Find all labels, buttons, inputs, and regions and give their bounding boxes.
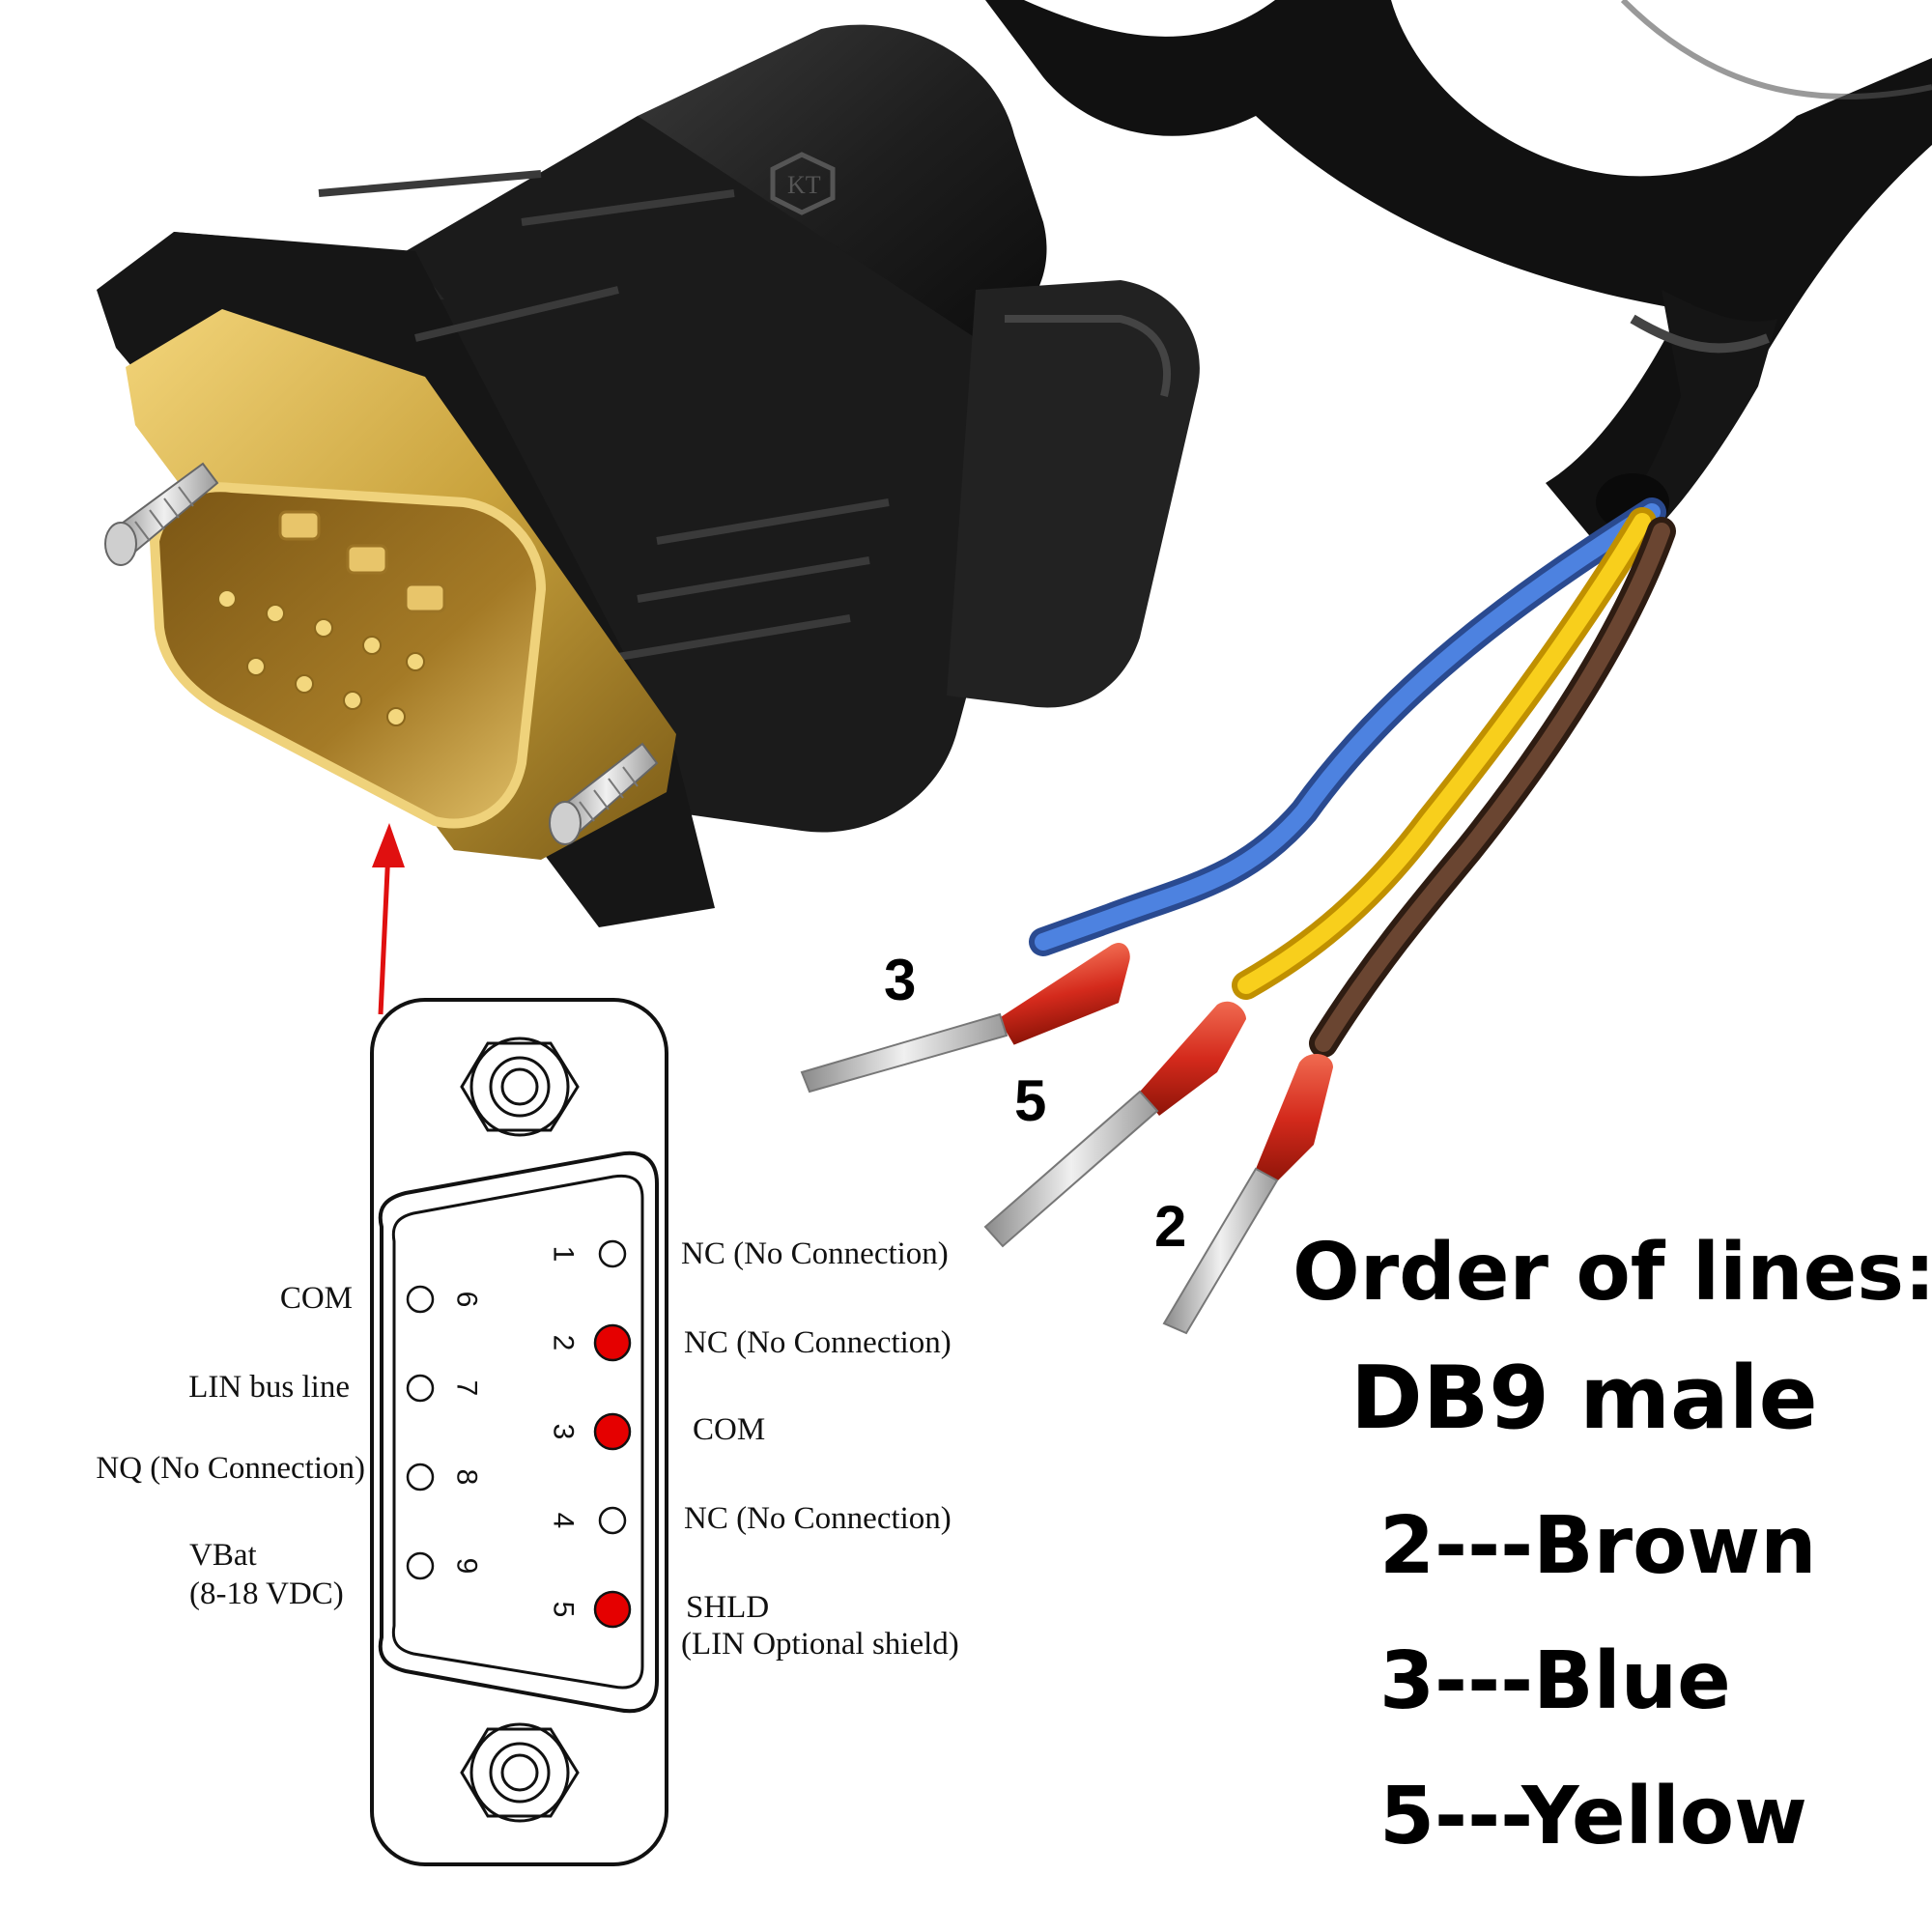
db9-connector: KT [97, 24, 1200, 927]
pointer-arrow [372, 823, 405, 1015]
ferrule-yellow [983, 1001, 1246, 1248]
pin-4 [598, 1506, 627, 1535]
order-line-blue: 3---Blue [1379, 1635, 1731, 1727]
order-title: Order of lines: [1293, 1227, 1932, 1319]
pin-label-1: NC (No Connection) [681, 1236, 949, 1271]
pin-label-6: COM [280, 1281, 353, 1316]
pin-number-6: 6 [451, 1292, 483, 1308]
pin-9 [406, 1551, 435, 1580]
wire-number-blue: 3 [884, 948, 916, 1012]
pin-2-active [593, 1323, 632, 1362]
order-line-yellow: 5---Yellow [1379, 1771, 1807, 1862]
pin-label-3: COM [693, 1412, 765, 1447]
order-subtitle: DB9 male [1350, 1348, 1818, 1449]
wire-yellow [1232, 507, 1657, 1000]
pin-label-7: LIN bus line [188, 1370, 350, 1405]
pin-label-5-detail: (LIN Optional shield) [681, 1627, 959, 1662]
pin-number-8: 8 [451, 1469, 483, 1486]
pin-label-5: SHLD [686, 1590, 769, 1625]
pin-1 [598, 1239, 627, 1268]
thumbscrew-left [104, 462, 219, 566]
wire-number-yellow: 5 [1014, 1068, 1046, 1133]
pin-number-7: 7 [451, 1380, 483, 1397]
pin-6 [406, 1285, 435, 1314]
pin-label-8: NQ (No Connection) [96, 1451, 365, 1486]
pin-3-active [593, 1412, 632, 1451]
pin-number-2: 2 [548, 1335, 580, 1351]
pin-label-4: NC (No Connection) [684, 1501, 952, 1536]
brand-logo: KT [787, 171, 821, 199]
mounting-hole-top [460, 1037, 580, 1137]
ferrule-blue [800, 943, 1130, 1094]
thumbscrew-right [549, 742, 659, 845]
pin-label-2: NC (No Connection) [684, 1325, 952, 1360]
pin-number-5: 5 [548, 1602, 580, 1618]
pinout-diagram: 1 2 3 4 5 6 7 8 9 [370, 998, 668, 1866]
cable-jacket [985, 0, 1932, 551]
mounting-hole-bottom [460, 1722, 580, 1823]
wire-number-brown: 2 [1154, 1194, 1186, 1259]
pin-number-4: 4 [548, 1513, 580, 1529]
pin-label-9: VBat [189, 1538, 257, 1573]
pin-label-9-detail: (8-18 VDC) [189, 1577, 344, 1611]
ferrule-brown [1162, 1053, 1333, 1335]
pin-7 [406, 1374, 435, 1403]
pin-8 [406, 1463, 435, 1492]
pin-number-3: 3 [548, 1424, 580, 1440]
pin-number-9: 9 [451, 1558, 483, 1575]
wire-order-legend: Order of lines: DB9 male 2---Brown 3---B… [1293, 1227, 1932, 1862]
pin-5-active [593, 1590, 632, 1629]
order-line-brown: 2---Brown [1379, 1500, 1817, 1592]
wires [800, 497, 1676, 1335]
pin-number-1: 1 [548, 1246, 580, 1263]
